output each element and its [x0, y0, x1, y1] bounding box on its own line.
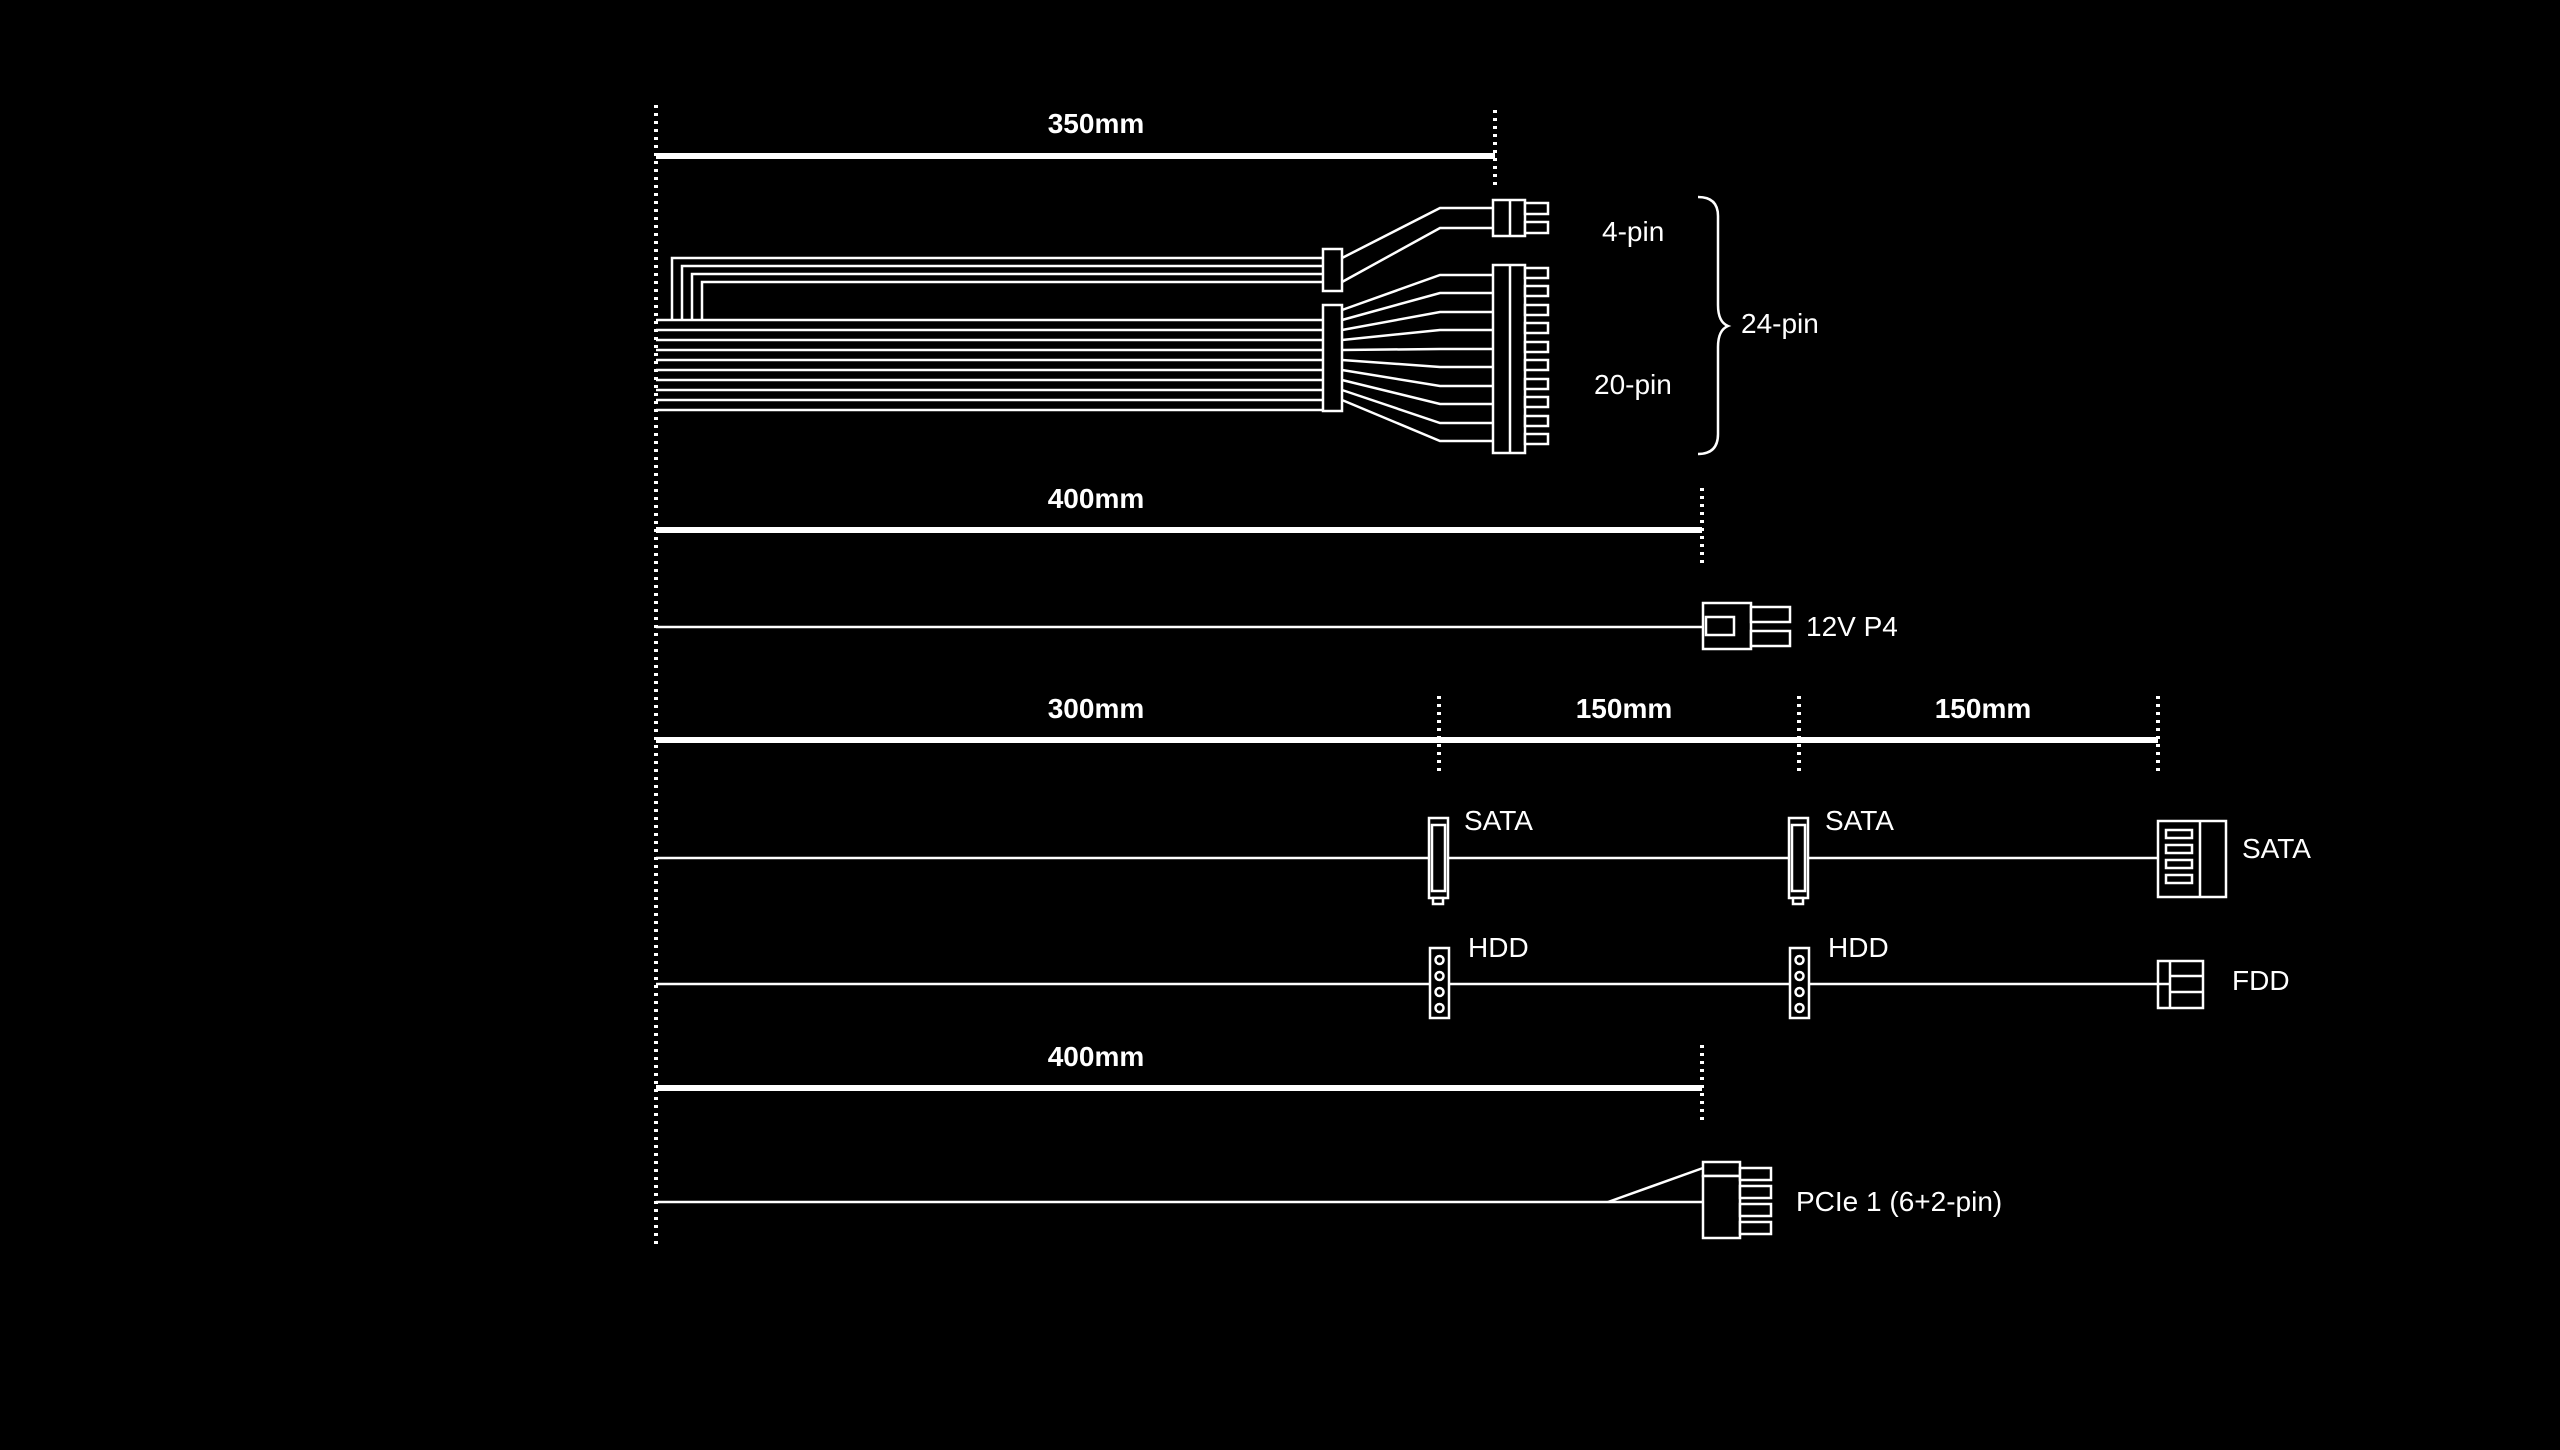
mb-4pin-fanout — [1341, 206, 1493, 284]
mb-20pin-sleeve — [1321, 303, 1344, 413]
pcie-6-plus-2-connector — [1701, 1160, 1773, 1240]
mb-20pin-wires — [656, 318, 1323, 412]
sata-connector-3 — [2156, 819, 2228, 899]
sata-length-label-2: 150mm — [1576, 693, 1673, 724]
hdd-label-1: HDD — [1468, 932, 1529, 963]
sata-connector-2 — [1787, 816, 1810, 906]
mb-4pin-connector — [1491, 198, 1550, 238]
mb-4pin-sleeve — [1321, 247, 1344, 293]
fdd-label: FDD — [2232, 965, 2290, 996]
sata-connector-1 — [1427, 816, 1450, 906]
pcie-connector-label: PCIe 1 (6+2-pin) — [1796, 1186, 2002, 1217]
hdd-label-2: HDD — [1828, 932, 1889, 963]
mb-20pin-fanout — [1341, 273, 1493, 443]
mb-20pin-label: 20-pin — [1594, 369, 1672, 400]
sata-label-2: SATA — [1825, 805, 1894, 836]
sata-label-1: SATA — [1464, 805, 1533, 836]
pcie-split-wire — [1607, 1166, 1704, 1204]
hdd-connector-1 — [1428, 946, 1451, 1020]
mb-cable-group: 350mm — [656, 108, 1819, 456]
mb-24pin-brace — [1697, 195, 1732, 456]
mb-4pin-label: 4-pin — [1602, 216, 1664, 247]
cpu-cable-group: 400mm 12V P4 — [656, 483, 1898, 651]
mb-24pin-label: 24-pin — [1741, 308, 1819, 339]
mb-20pin-connector — [1491, 263, 1550, 455]
peripheral-cable-group: 300mm 150mm 150mm SATA SATA SATA — [656, 693, 2311, 1020]
pcie-length-label: 400mm — [1048, 1041, 1145, 1072]
hdd-connector-2 — [1788, 946, 1811, 1020]
mb-4pin-wires — [670, 256, 1323, 320]
sata-length-label-3: 150mm — [1935, 693, 2032, 724]
cpu-connector-label: 12V P4 — [1806, 611, 1898, 642]
fdd-connector — [2156, 959, 2205, 1010]
sata-label-3: SATA — [2242, 833, 2311, 864]
pcie-cable-group: 400mm PCIe 1 (6+2-pin) — [656, 1041, 2002, 1240]
mb-length-label: 350mm — [1048, 108, 1145, 139]
cpu-12v-p4-connector — [1701, 601, 1792, 651]
cpu-length-label: 400mm — [1048, 483, 1145, 514]
sata-length-label-1: 300mm — [1048, 693, 1145, 724]
